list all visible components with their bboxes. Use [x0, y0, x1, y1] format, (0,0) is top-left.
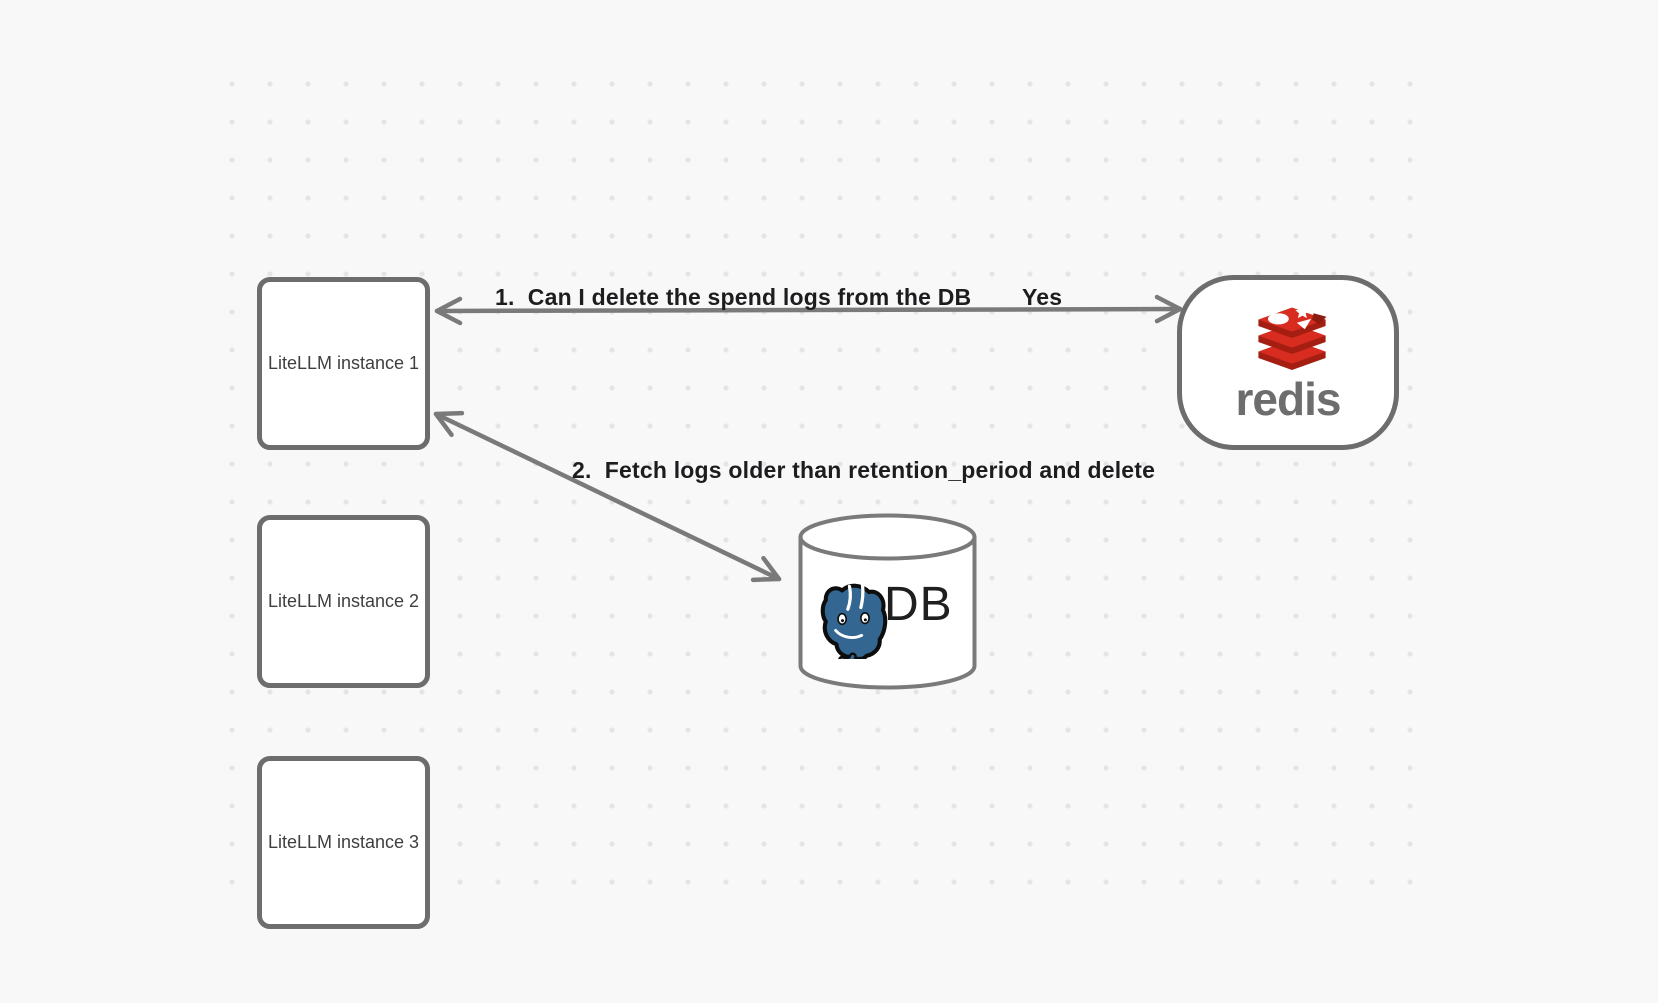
- node-label: LiteLLM instance 3: [267, 831, 420, 852]
- node-redis: redis: [1177, 275, 1399, 450]
- redis-wordmark: redis: [1235, 373, 1342, 425]
- redis-stack-icon: [1258, 305, 1327, 370]
- edge1-label: 1. Can I delete the spend logs from the …: [495, 284, 972, 310]
- node-label: LiteLLM instance 1: [267, 352, 420, 373]
- node-label: LiteLLM instance 2: [267, 590, 420, 611]
- postgresql-elephant-icon: [820, 583, 888, 659]
- edge2-label: 2. Fetch logs older than retention_perio…: [572, 457, 1156, 483]
- db-label: DB: [884, 578, 953, 631]
- node-litellm-instance-2: LiteLLM instance 2: [257, 515, 430, 688]
- node-litellm-instance-1: LiteLLM instance 1: [257, 277, 430, 450]
- edge1-response-label: Yes: [1022, 284, 1063, 310]
- node-litellm-instance-3: LiteLLM instance 3: [257, 756, 430, 929]
